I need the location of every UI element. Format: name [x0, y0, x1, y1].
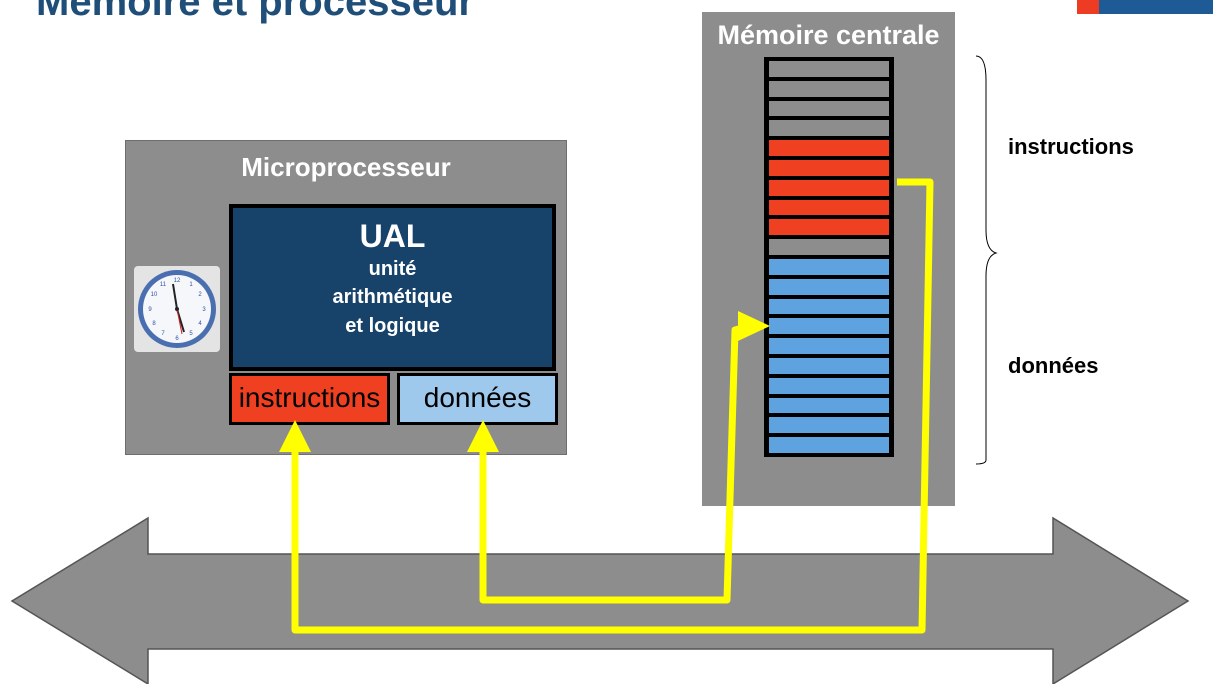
brace-label-data: données: [1008, 353, 1099, 378]
svg-text:7: 7: [161, 331, 165, 337]
memory-cell-red: [769, 160, 889, 176]
ual-line-1: unité: [368, 258, 417, 280]
instruction-arrowhead: [279, 420, 311, 452]
memory-cell-gray: [769, 61, 889, 77]
instruction-link: [291, 178, 934, 634]
memory-cell-red: [769, 140, 889, 156]
svg-text:9: 9: [148, 307, 152, 313]
svg-text:2: 2: [198, 292, 202, 298]
memory-cell-column: [764, 57, 894, 457]
ual-box: [229, 204, 556, 371]
svg-text:4: 4: [198, 321, 202, 327]
memory-cell-blue: [769, 298, 889, 315]
svg-text:5: 5: [189, 331, 193, 337]
data-arrowhead-bottom: [467, 420, 499, 452]
slide-title: Mémoire et processeur: [36, 0, 474, 24]
register-instructions-label: instructions: [238, 382, 381, 413]
svg-text:12: 12: [174, 278, 181, 284]
svg-text:10: 10: [151, 292, 158, 298]
memory-label: Mémoire centrale: [717, 20, 940, 50]
ual-line-2: arithmétique: [332, 286, 453, 308]
logo-red-block: [1077, 0, 1099, 14]
svg-text:11: 11: [160, 282, 167, 288]
data-link: [479, 322, 751, 604]
memory-cell-blue: [769, 377, 889, 394]
memory-cell-blue: [769, 278, 889, 295]
brace-label-instructions: instructions: [1008, 134, 1134, 159]
memory-cell-blue: [769, 417, 889, 434]
memory-cell-gray: [769, 80, 889, 97]
memory-cell-red: [769, 199, 889, 216]
memory-cell-blue: [769, 338, 889, 354]
register-data-label: données: [423, 382, 532, 413]
data-arrowhead-memory: [738, 311, 770, 341]
ual-line-3: et logique: [345, 315, 440, 337]
memory-cell-blue: [769, 318, 889, 335]
memory-cell-blue: [769, 358, 889, 374]
memory-cell-red: [769, 219, 889, 236]
svg-text:6: 6: [175, 336, 179, 342]
register-data: [397, 373, 558, 425]
memory-cell-blue: [769, 259, 889, 275]
svg-text:1: 1: [189, 282, 193, 288]
memory-cell-gray: [769, 100, 889, 117]
brace-layer: [975, 55, 998, 465]
svg-text:8: 8: [152, 321, 156, 327]
register-instructions: [229, 373, 390, 425]
svg-text:3: 3: [202, 307, 206, 313]
logo-blue-block: [1099, 0, 1213, 14]
memory-cell-blue: [769, 437, 889, 453]
microprocessor-label: Microprocesseur: [241, 152, 451, 182]
memory-cell-gray: [769, 239, 889, 255]
brace-instructions: [975, 55, 998, 465]
memory-cell-gray: [769, 120, 889, 137]
memory-cell-blue: [769, 397, 889, 414]
ual-title: UAL: [359, 218, 426, 254]
memory-cell-red: [769, 179, 889, 196]
